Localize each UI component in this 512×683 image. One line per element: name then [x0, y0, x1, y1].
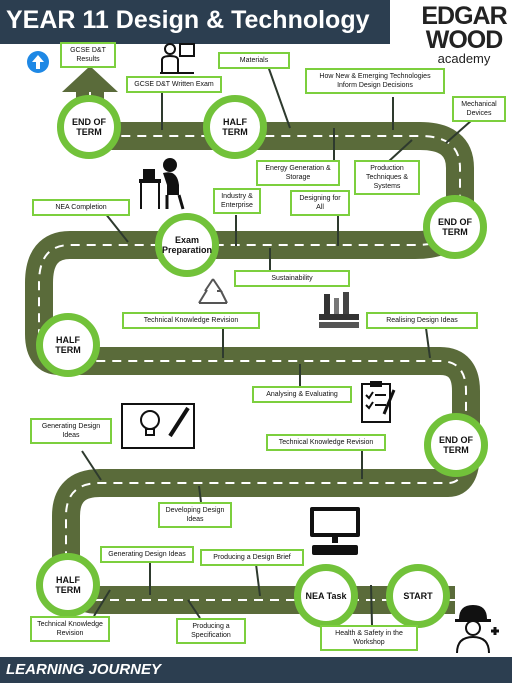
label-generating-ideas-1: Generating Design Ideas — [30, 418, 112, 444]
label-mechanical-devices: Mechanical Devices — [452, 96, 506, 122]
label-emerging-tech: How New & Emerging Technologies Inform D… — [305, 68, 445, 94]
milestone-half-term-1: HALF TERM — [203, 95, 267, 159]
milestone-exam-prep: Exam Preparation — [155, 213, 219, 277]
label-sustainability: Sustainability — [234, 270, 350, 287]
lightbulb-drawing-icon — [121, 403, 195, 449]
milestone-end-of-term-1: END OF TERM — [423, 195, 487, 259]
logo-line-1: EDGAR — [421, 2, 507, 30]
computer-icon — [310, 507, 360, 555]
label-gcse-results: GCSE D&T Results — [60, 42, 116, 68]
label-specification: Producing a Specification — [176, 618, 246, 644]
label-realising-ideas: Realising Design Ideas — [366, 312, 478, 329]
label-analysing: Analysing & Evaluating — [252, 386, 352, 403]
logo-line-3: academy — [437, 51, 491, 66]
label-connectors — [81, 65, 473, 626]
milestone-half-term-2: HALF TERM — [36, 313, 100, 377]
footer-text: LEARNING JOURNEY — [6, 661, 162, 678]
label-production: Production Techniques & Systems — [354, 160, 420, 195]
milestone-nea-task: NEA Task — [294, 564, 358, 628]
logo-line-2: WOOD — [425, 26, 504, 54]
header-bar: YEAR 11 Design & Technology — [0, 0, 390, 44]
label-design-brief: Producing a Design Brief — [200, 549, 304, 566]
academy-logo: EDGAR WOOD academy — [418, 4, 510, 74]
label-tech-revision-2: Technical Knowledge Revision — [266, 434, 386, 451]
label-generating-ideas-2: Generating Design Ideas — [100, 546, 194, 563]
label-materials: Materials — [218, 52, 290, 69]
label-tech-revision-1: Technical Knowledge Revision — [122, 312, 260, 329]
teacher-board-icon — [160, 43, 195, 74]
label-written-exam: GCSE D&T Written Exam — [126, 76, 222, 93]
student-desk-icon — [139, 158, 185, 210]
safety-worker-icon — [455, 605, 499, 654]
label-tech-revision-3: Technical Knowledge Revision — [30, 616, 110, 642]
label-developing-ideas: Developing Design Ideas — [158, 502, 232, 528]
recycle-icon — [198, 278, 228, 304]
materials-stack-icon — [319, 292, 359, 328]
label-nea-completion: NEA Completion — [32, 199, 130, 216]
milestone-end-of-term-top: END OF TERM — [57, 95, 121, 159]
label-designing-for-all: Designing for All — [290, 190, 350, 216]
label-health-safety: Health & Safety in the Workshop — [320, 625, 418, 651]
label-energy: Energy Generation & Storage — [256, 160, 340, 186]
milestone-half-term-3: HALF TERM — [36, 553, 100, 617]
up-arrow-icon — [27, 51, 49, 73]
milestone-end-of-term-2: END OF TERM — [424, 413, 488, 477]
page-title: YEAR 11 Design & Technology — [6, 6, 370, 34]
checklist-icon — [361, 381, 396, 423]
footer-bar: LEARNING JOURNEY — [0, 657, 512, 683]
road-arrow-head — [62, 66, 118, 92]
label-industry: Industry & Enterprise — [213, 188, 261, 214]
milestone-start: START — [386, 564, 450, 628]
